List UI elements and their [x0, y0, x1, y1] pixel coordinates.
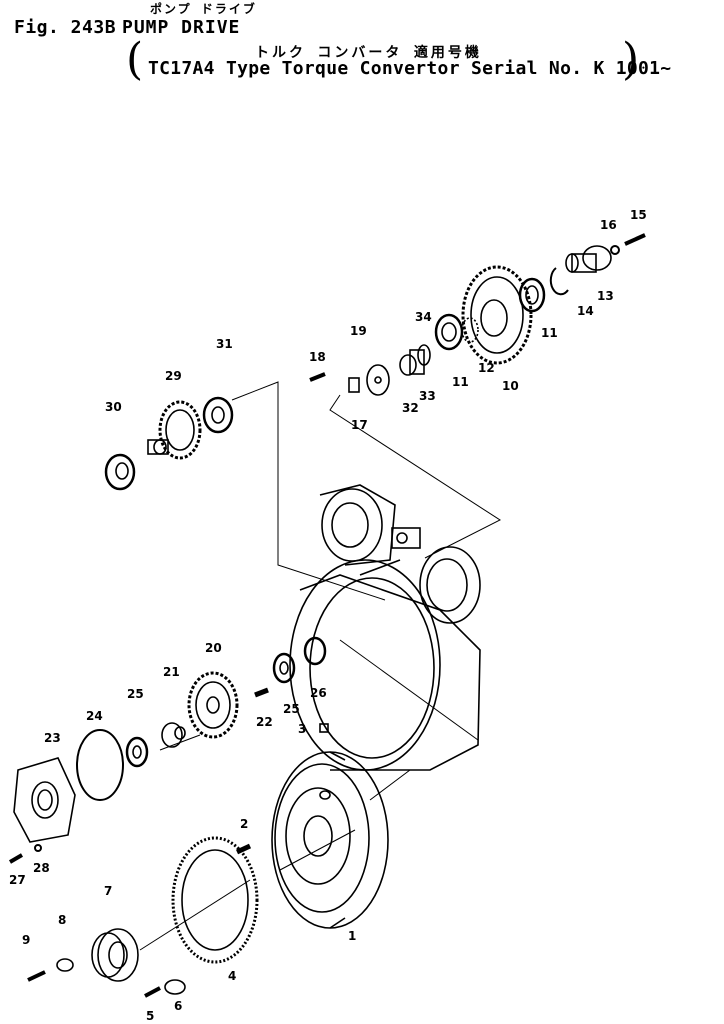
part-7-hub	[91, 928, 139, 982]
callout-23: 23	[44, 731, 61, 745]
part-24-o-ring	[76, 729, 124, 801]
part-23-cover	[13, 757, 76, 843]
callout-15: 15	[630, 208, 647, 222]
part-12-ring	[461, 317, 479, 343]
part-17-plate	[366, 364, 390, 396]
part-20-gear	[187, 671, 239, 739]
part-15-bolt	[624, 233, 646, 246]
callout-1: 1	[348, 929, 356, 943]
part-18-bolt	[309, 372, 326, 382]
callout-17: 17	[351, 418, 368, 432]
part-31-bearing	[202, 396, 234, 434]
figure-label: Fig. 243B	[14, 17, 117, 38]
callout-11: 11	[452, 375, 469, 389]
callout-12: 12	[478, 361, 495, 375]
part-21-spacer	[161, 722, 186, 748]
callout-24: 24	[86, 709, 103, 723]
callout-21: 21	[163, 665, 180, 679]
callout-25: 25	[283, 702, 300, 716]
callout-2: 2	[240, 817, 248, 831]
callout-11: 11	[541, 326, 558, 340]
callout-3: 3	[298, 722, 306, 736]
subtitle-japanese: トルク コンバータ 適用号機	[255, 45, 482, 61]
callout-26: 26	[310, 686, 327, 700]
part-30-bearing	[104, 453, 136, 491]
callout-25: 25	[127, 687, 144, 701]
callout-5: 5	[146, 1009, 154, 1023]
callout-labels: 1234567891011111213141516171819202122232…	[9, 208, 647, 1023]
part-26-ring	[303, 636, 327, 666]
callout-10: 10	[502, 379, 519, 393]
part-13-cover	[565, 245, 612, 273]
part-8-lock-plate	[56, 958, 74, 972]
part-3-plug	[319, 723, 329, 733]
callout-33: 33	[419, 389, 436, 403]
diagram-title: PUMP DRIVE	[122, 17, 241, 38]
diagram-subtitle: TC17A4 Type Torque Convertor Serial No. …	[148, 58, 672, 79]
callout-4: 4	[228, 969, 236, 983]
callout-13: 13	[597, 289, 614, 303]
callout-7: 7	[104, 884, 112, 898]
part-1-flywheel-housing	[271, 751, 389, 929]
part-14-snap-ring	[549, 267, 569, 296]
callout-34: 34	[415, 310, 432, 324]
callout-14: 14	[577, 304, 594, 318]
callout-9: 9	[22, 933, 30, 947]
callout-32: 32	[402, 401, 419, 415]
callout-30: 30	[105, 400, 122, 414]
part-11-bearing-right	[518, 277, 546, 313]
part-16-washer	[610, 245, 620, 255]
callout-16: 16	[600, 218, 617, 232]
callout-31: 31	[216, 337, 233, 351]
main-housing	[289, 484, 481, 771]
part-22-pin	[254, 687, 269, 698]
title-japanese: ポンプ ドライブ	[150, 2, 257, 16]
part-4-ring-gear	[171, 836, 259, 964]
part-19-lock	[348, 377, 360, 393]
part-9-bolt	[27, 970, 46, 982]
part-29-gear	[147, 400, 202, 460]
part-10-gear	[461, 265, 533, 365]
callout-20: 20	[205, 641, 222, 655]
callout-6: 6	[174, 999, 182, 1013]
callout-28: 28	[33, 861, 50, 875]
callout-18: 18	[309, 350, 326, 364]
part-25-bearing-upper	[272, 652, 296, 684]
part-25-bearing-lower	[125, 736, 149, 768]
part-27-bolt	[8, 853, 24, 864]
part-5-bolt	[144, 986, 161, 998]
callout-22: 22	[256, 715, 273, 729]
callout-29: 29	[165, 369, 182, 383]
callout-8: 8	[58, 913, 66, 927]
right-paren: )	[622, 34, 640, 85]
assembly-guide-lines	[139, 381, 502, 951]
callout-19: 19	[350, 324, 367, 338]
part-11-bearing-left	[434, 313, 464, 351]
parts-32-33-34-spacers	[399, 344, 431, 376]
part-28-washer	[34, 844, 42, 852]
part-2-dowel	[235, 843, 252, 855]
callout-27: 27	[9, 873, 26, 887]
left-paren: (	[126, 34, 144, 85]
part-6-lock-plate	[164, 979, 186, 995]
